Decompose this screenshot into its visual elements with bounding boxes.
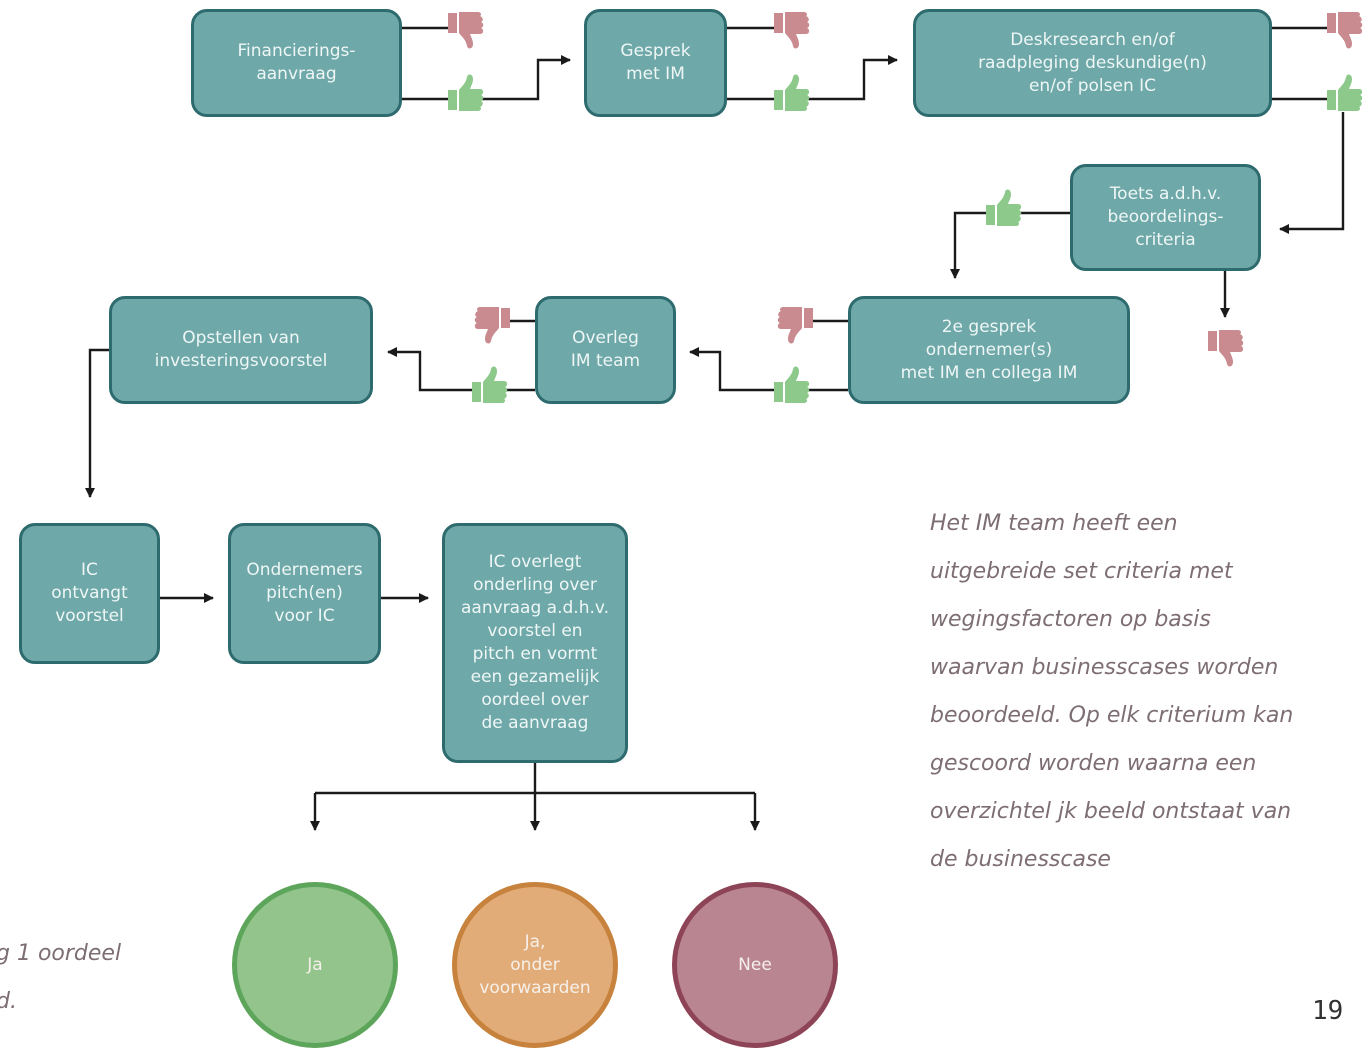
side-note-line: d. xyxy=(0,989,17,1014)
note-line: beoordeeld. Op elk criterium kan xyxy=(930,703,1294,728)
thumbs-down-icon xyxy=(777,307,813,344)
note-line: de businesscase xyxy=(930,847,1111,872)
outcome-nee: Nee xyxy=(672,882,838,1048)
thumbs-down-icon xyxy=(774,12,810,49)
note-line: uitgebreide set criteria met xyxy=(930,559,1233,584)
thumbs-down-icon xyxy=(1327,12,1363,49)
step-deskresearch: Deskresearch en/of raadpleging deskundig… xyxy=(913,9,1272,117)
arrow-overleg-to-opstellen xyxy=(387,347,472,392)
step-ic-overlegt: IC overlegt onderling over aanvraag a.d.… xyxy=(442,523,628,763)
step-tweede-gesprek: 2e gesprek ondernemer(s) met IM en colle… xyxy=(848,296,1130,404)
note-line: wegingsfactoren op basis xyxy=(930,607,1211,632)
note-line: overzichtel jk beeld ontstaat van xyxy=(930,799,1292,824)
note-line: waarvan businesscases worden xyxy=(930,655,1279,680)
thumbs-down-icon xyxy=(474,307,510,344)
step-toets: Toets a.d.h.v. beoordelings- criteria xyxy=(1070,164,1261,271)
explanatory-note: Het IM team heeft een uitgebreide set cr… xyxy=(930,500,1350,884)
thumbs-up-icon xyxy=(774,366,810,403)
arrow-2e-to-overleg xyxy=(689,347,775,392)
thumbs-down-icon xyxy=(448,12,484,49)
thumbs-up-icon xyxy=(986,189,1022,226)
arrow-opstellen-to-ic xyxy=(85,348,109,498)
page-number: 19 xyxy=(1312,996,1344,1026)
side-note-line: g 1 oordeel xyxy=(0,941,122,966)
outcome-ja-onder-voorwaarden: Ja, onder voorwaarden xyxy=(452,882,618,1048)
thumbs-up-icon xyxy=(774,74,810,111)
thumbs-up-icon xyxy=(448,74,484,111)
step-ic-ontvangt: IC ontvangt voorstel xyxy=(19,523,160,664)
step-overleg-im-team: Overleg IM team xyxy=(535,296,676,404)
thumbs-up-icon xyxy=(1327,74,1363,111)
arrow-toets-to-2e-gesprek xyxy=(950,211,988,279)
arrow-gesprek-to-desk xyxy=(804,55,898,101)
thumbs-up-icon xyxy=(472,366,508,403)
side-note: g 1 oordeel d. xyxy=(0,930,156,1026)
step-opstellen-voorstel: Opstellen van investeringsvoorstel xyxy=(109,296,373,404)
step-ondernemers-pitch: Ondernemers pitch(en) voor IC xyxy=(228,523,381,664)
outcome-ja: Ja xyxy=(232,882,398,1048)
step-gesprek-im: Gesprek met IM xyxy=(584,9,727,117)
arrow-desk-to-toets xyxy=(1279,112,1345,234)
note-line: gescoord worden waarna een xyxy=(930,751,1257,776)
arrow-fin-to-gesprek xyxy=(478,55,571,101)
note-line: Het IM team heeft een xyxy=(930,511,1178,536)
step-financieringsaanvraag: Financierings- aanvraag xyxy=(191,9,402,117)
thumbs-down-icon xyxy=(1208,330,1244,367)
